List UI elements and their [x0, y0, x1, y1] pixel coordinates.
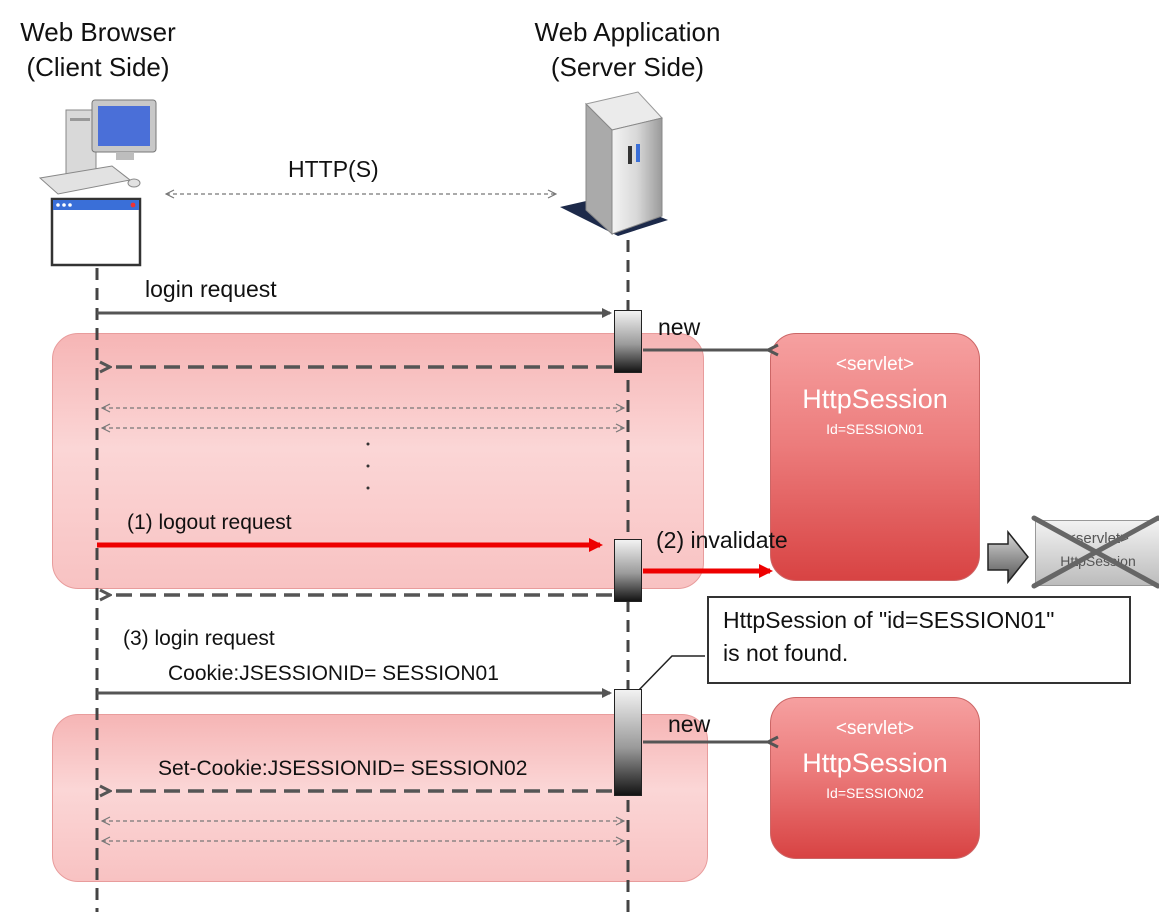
- note-line2: is not found.: [723, 640, 849, 666]
- browser-actor-line1: Web Browser: [20, 17, 176, 47]
- invalidate-label: (2) invalidate: [656, 527, 788, 553]
- note-line1: HttpSession of "id=SESSION01": [723, 607, 1055, 633]
- invalidated-session: <servlet> HttpSession: [1035, 520, 1159, 586]
- login-request-3-label: (3) login request: [123, 627, 275, 650]
- activation-bar: [614, 539, 642, 602]
- session-2-name: HttpSession: [802, 748, 948, 778]
- browser-actor-label: Web Browser (Client Side): [8, 15, 188, 85]
- cookie-label: Cookie:JSESSIONID= SESSION01: [168, 662, 499, 685]
- server-actor-line1: Web Application: [534, 17, 721, 47]
- browser-window-icon: [50, 197, 142, 267]
- browser-actor-line2: (Client Side): [26, 52, 170, 83]
- http-session-2: <servlet> HttpSession Id=SESSION02: [770, 697, 980, 859]
- http-session-1: <servlet> HttpSession Id=SESSION01: [770, 333, 980, 581]
- server-tower-icon: [560, 91, 668, 236]
- session-2-id: Id=SESSION02: [826, 785, 924, 801]
- server-actor-label: Web Application (Server Side): [515, 15, 740, 85]
- invalidated-session-name: HttpSession: [1060, 553, 1136, 569]
- session-2-stereotype: <servlet>: [835, 718, 915, 739]
- session-box-2: [52, 714, 708, 882]
- ellipsis-dot: [366, 464, 370, 468]
- not-found-note: HttpSession of "id=SESSION01" is not fou…: [707, 596, 1131, 684]
- new-label-1: new: [658, 314, 701, 340]
- right-block-arrow-icon: [987, 529, 1029, 585]
- protocol-label: HTTP(S): [288, 156, 379, 182]
- activation-bar: [614, 310, 642, 373]
- login-request-label: login request: [145, 276, 277, 302]
- session-1-id: Id=SESSION01: [826, 421, 924, 437]
- session-1-name: HttpSession: [802, 384, 948, 414]
- desktop-computer-icon: [38, 99, 157, 195]
- new-label-2: new: [668, 711, 711, 737]
- server-actor-line2: (Server Side): [550, 52, 705, 83]
- session-1-stereotype: <servlet>: [835, 354, 915, 375]
- ellipsis-dot: [366, 442, 370, 446]
- invalidated-session-stereotype: <servlet>: [1067, 530, 1129, 547]
- logout-request-label: (1) logout request: [127, 511, 292, 534]
- ellipsis-dot: [366, 486, 370, 490]
- note-callout-line: [636, 655, 705, 693]
- activation-bar: [614, 689, 642, 796]
- set-cookie-label: Set-Cookie:JSESSIONID= SESSION02: [158, 757, 528, 780]
